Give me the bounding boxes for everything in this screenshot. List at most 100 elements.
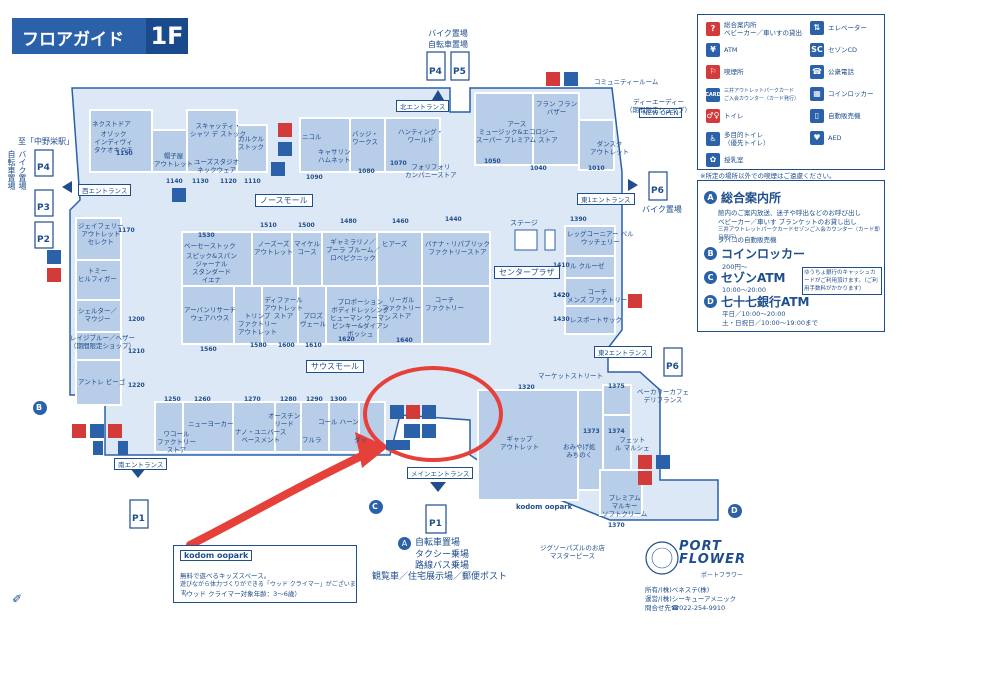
- store-label[interactable]: 帽子屋 アウトレット: [154, 152, 193, 168]
- store-number: 1390: [570, 216, 587, 223]
- highlight-circle: [363, 366, 503, 462]
- store-number: 1300: [330, 396, 347, 403]
- store-label[interactable]: ハンティング・ ワールド: [398, 128, 444, 144]
- store-label[interactable]: コーチ ファクトリー: [425, 296, 464, 312]
- legend-note: ※所定の場所以外での喫煙はご遠慮ください。: [700, 172, 836, 180]
- store-label[interactable]: マイケル コース: [294, 240, 320, 256]
- phone-icon: [422, 424, 436, 438]
- store-label[interactable]: バッジ・ ワークス: [352, 130, 378, 146]
- store-label[interactable]: ワコール ファクトリー ストア: [157, 430, 196, 454]
- parking-to-station: 至「中野栄駅」: [18, 137, 74, 146]
- store-label[interactable]: バナナ・リパブリック ファクトリーストア: [425, 240, 490, 256]
- arrow-bottom-south: [130, 468, 146, 478]
- legend-item: ♿多目的トイレ （優先トイレ）: [706, 131, 770, 147]
- parking-p4-left[interactable]: [34, 149, 54, 177]
- marker-b[interactable]: [33, 401, 47, 415]
- store-label[interactable]: ニコル: [302, 133, 322, 141]
- store-number: 1260: [194, 396, 211, 403]
- nursing-icon: ✿: [706, 153, 720, 167]
- store-label[interactable]: レイジブルー／ヘザー （期間限定ショップ）: [70, 334, 135, 350]
- entrance-east1[interactable]: 東1エントランス: [577, 193, 635, 205]
- store-number: 1530: [198, 232, 215, 239]
- legend-item: ☎公衆電話: [810, 65, 854, 79]
- store-label[interactable]: プロズ ヴェール: [300, 312, 326, 328]
- store-label[interactable]: ジグソーパズルのお店 マスターピース: [540, 544, 605, 560]
- atm-icon: ¥: [706, 43, 720, 57]
- info-box: A 総合案内所 館内のご案内放送、迷子や呼出などのお呼び出し ベビーカー／車いす…: [697, 180, 885, 332]
- store-label[interactable]: ディファール アウトレット ストア: [264, 296, 303, 320]
- nursing-icon: [638, 471, 652, 485]
- entrance-main[interactable]: メインエントランス: [407, 467, 474, 479]
- store-label[interactable]: ギャップ アウトレット: [500, 435, 539, 451]
- store-label[interactable]: ノーズーズ アウトレット: [254, 240, 293, 256]
- store-label[interactable]: シェルター／ マウジー: [78, 307, 117, 323]
- parking-label-right: バイク置場: [642, 205, 682, 214]
- info-c-head: C セゾンATM: [704, 269, 785, 286]
- entrance-east2[interactable]: 東2エントランス: [594, 346, 652, 358]
- store-label[interactable]: ベーセーストック: [184, 242, 236, 250]
- store-label[interactable]: ネクストドア: [92, 120, 131, 128]
- store-label[interactable]: レッグコーニアー ペル ウッチェリー: [567, 230, 634, 246]
- entrance-north[interactable]: 北エントランス: [396, 100, 450, 112]
- label-center-plaza: センタープラザ: [494, 266, 560, 279]
- store-label[interactable]: コール ハーン: [318, 418, 359, 426]
- parking-p1-left[interactable]: [129, 499, 149, 529]
- store-label[interactable]: キャサリン ハムネット: [318, 148, 351, 164]
- store-label[interactable]: レスポートサック: [570, 316, 622, 324]
- info-a-line-0: 館内のご案内放送、迷子や呼出などのお呼び出し: [718, 209, 861, 217]
- wheelchair-icon: ♿: [706, 132, 720, 146]
- store-label[interactable]: ナノ・ユニバース ベースメント: [235, 428, 287, 444]
- store-label[interactable]: トミー ヒルフィガー: [78, 267, 117, 283]
- entrance-west[interactable]: 西エントランス: [78, 184, 132, 196]
- marker-c[interactable]: [369, 500, 383, 514]
- store-label[interactable]: プレミアム マルキー ソフトクリーム: [602, 494, 648, 518]
- store-label[interactable]: おみやげ処 みちのく: [563, 443, 596, 459]
- parking-p2[interactable]: [34, 221, 54, 249]
- store-label[interactable]: オースチン リード: [268, 412, 301, 428]
- store-label[interactable]: フラン フラン バザー: [536, 100, 578, 116]
- p2-label: P2: [37, 235, 50, 245]
- parking-p3[interactable]: [34, 189, 54, 217]
- store-label[interactable]: アントレ ビーゴ: [78, 378, 126, 386]
- store-label[interactable]: フェット ル マルシェ: [615, 436, 650, 452]
- store-label[interactable]: ヒアーズ: [382, 240, 408, 248]
- store-label[interactable]: ジェイフェリー アウトレット セレクト: [78, 222, 124, 246]
- store-label[interactable]: カルクル ストック: [238, 135, 264, 151]
- store-label[interactable]: ユーズスタジオ ネックウェア: [194, 158, 240, 174]
- arrow-left: [62, 181, 72, 193]
- info-c-side: ゆうちょ銀行のキャッシュカードがご利用頂けます。（ご利用手数料がかかります）: [802, 267, 882, 295]
- store-label[interactable]: ベーカリーカフェ デリフランス: [637, 388, 689, 404]
- store-number: 1460: [392, 218, 409, 225]
- marker-d[interactable]: [728, 504, 742, 518]
- store-label[interactable]: フォリフォリ カンパニーストア: [405, 163, 457, 179]
- store-label[interactable]: アーバンリサーチ ウェアハウス: [184, 306, 236, 322]
- store-label[interactable]: ダッ: [354, 436, 367, 444]
- store-label[interactable]: ニューヨーカー: [188, 420, 234, 428]
- store-label[interactable]: オゾック インディヴィ タケオキクチ: [94, 130, 133, 154]
- store-label[interactable]: ギャミラリノ／ ブーラ ブルーム／ ロベピクニック: [326, 238, 380, 262]
- parking-p1-main[interactable]: [425, 504, 447, 534]
- store-label[interactable]: リーガル ファクトリー ストア: [382, 296, 421, 320]
- legend-item: ▦コインロッカー: [810, 87, 874, 101]
- parking-p5[interactable]: [450, 51, 470, 81]
- parking-p6-top[interactable]: [648, 171, 668, 201]
- store-label[interactable]: トリンプ ファクトリー アウトレット: [238, 312, 277, 336]
- store-label[interactable]: スピック&スパン ジャーナル スタンダード イエナ: [186, 252, 237, 284]
- store-label[interactable]: スキャッティ・ シャツ デ ストック: [190, 122, 247, 138]
- entrance-south[interactable]: 南エントランス: [114, 458, 168, 470]
- toilet-icon: [72, 424, 86, 438]
- toilet-icon: [638, 455, 652, 469]
- p5-label: P5: [453, 67, 466, 77]
- parking-p6-bottom[interactable]: [663, 347, 683, 377]
- parking-p4-top[interactable]: [426, 51, 446, 81]
- store-label[interactable]: フルラ: [302, 436, 322, 444]
- store-label[interactable]: ダンスク アウトレット: [590, 140, 629, 156]
- store-number: 1110: [244, 178, 261, 185]
- store-label[interactable]: ディーエーディー （期間限定ショップ）: [626, 98, 691, 114]
- store-label[interactable]: プロポーション ボディドレッシング ヒューマン ウーマン ピンキー&ダイアン ボ…: [330, 298, 391, 338]
- store-number: 1080: [358, 168, 375, 175]
- store-label[interactable]: コーチ メンズ ファクトリー: [567, 288, 628, 304]
- store-number: 1430: [553, 316, 570, 323]
- store-label[interactable]: アース ミュージック&エコロジー スーパー プレミアム ストア: [476, 120, 558, 144]
- store-label[interactable]: ル クルーゼ: [570, 262, 605, 270]
